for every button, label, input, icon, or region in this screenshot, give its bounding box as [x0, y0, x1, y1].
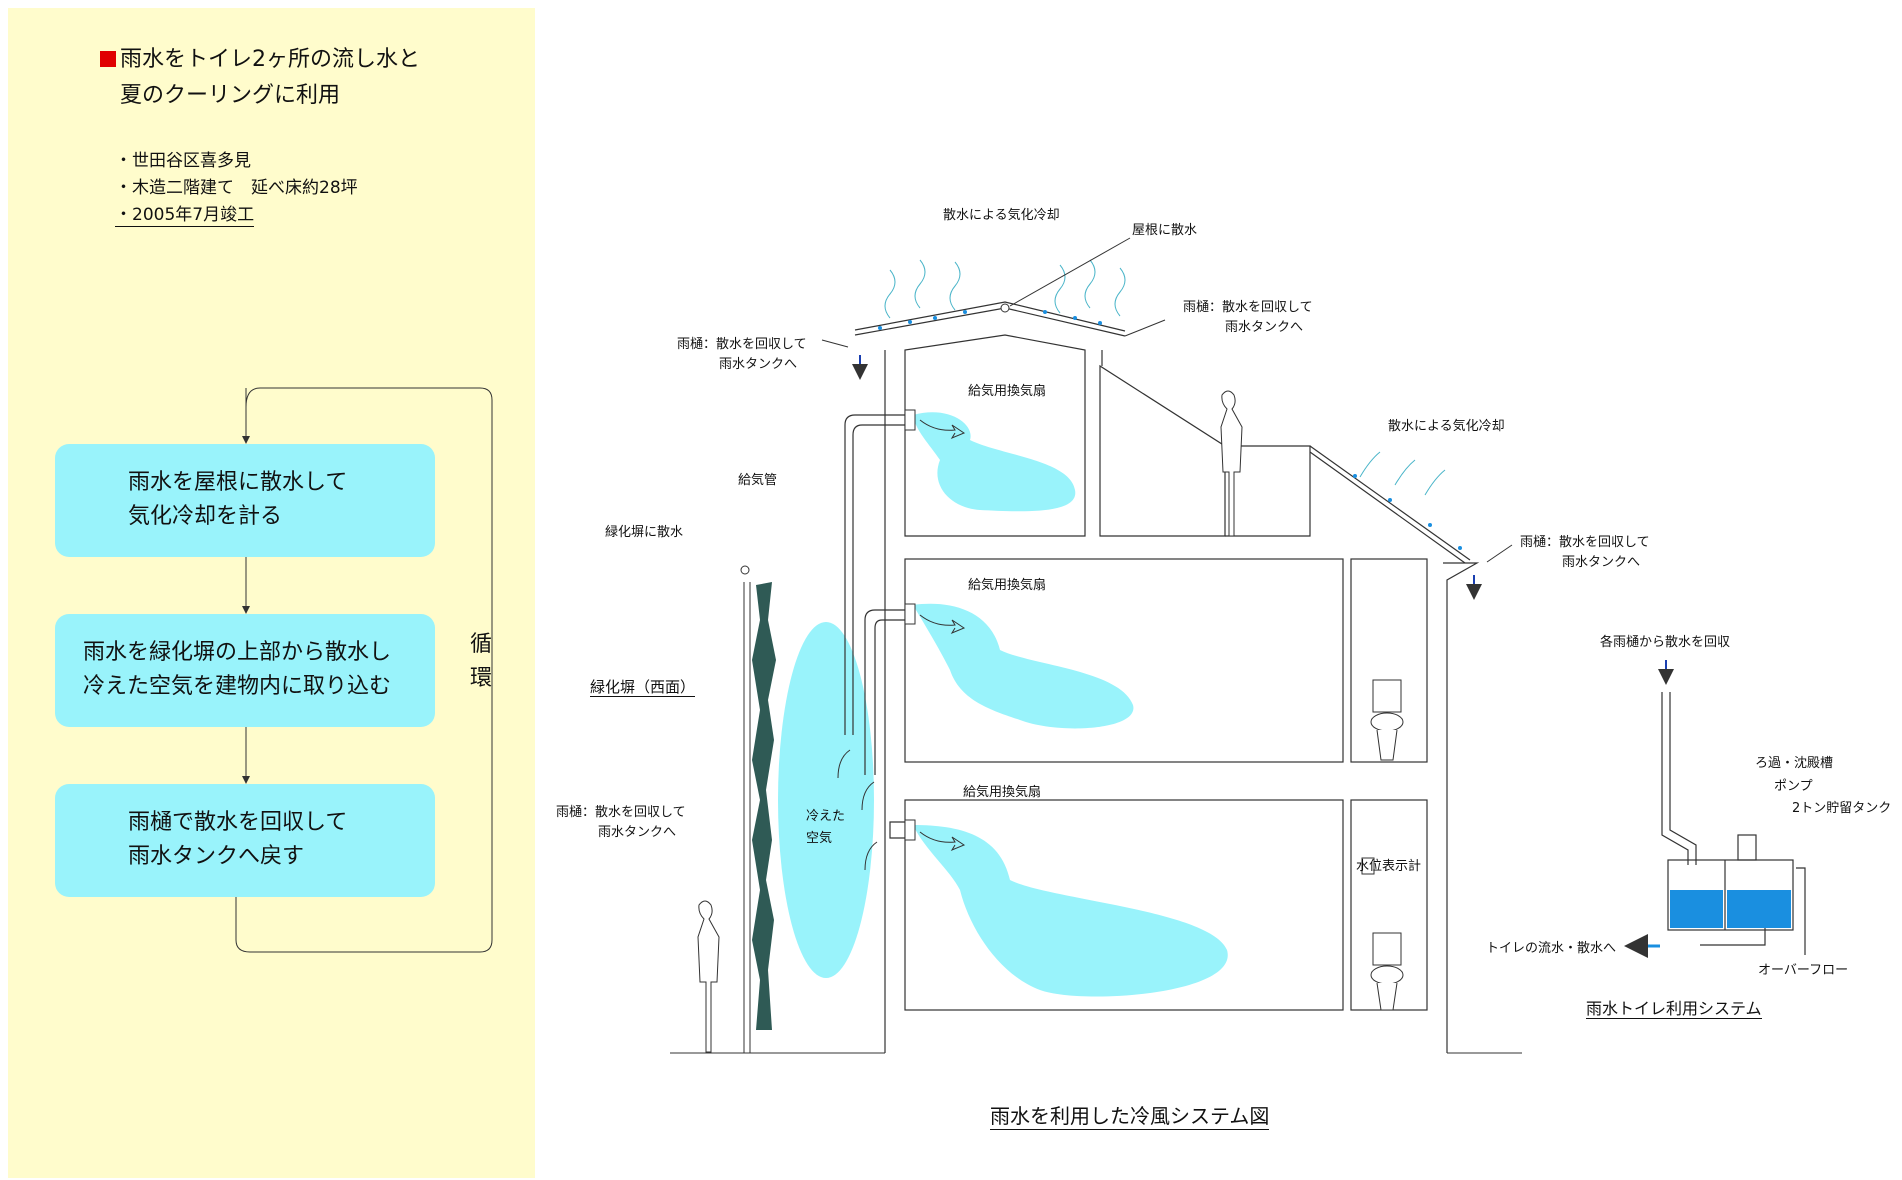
cool-air-zones — [778, 412, 1228, 997]
flow-step-wall-sprinkle: 雨水を緑化塀の上部から散水し 冷えた空気を建物内に取り込む — [55, 614, 435, 727]
flow-step-gutter-collect: 雨樋で散水を回収して 雨水タンクへ戻す — [55, 784, 435, 897]
info-completion: ・2005年7月竣工 — [115, 205, 255, 227]
label-fan-upper: 給気用換気扇 — [968, 384, 1047, 399]
fan-icon — [904, 819, 916, 841]
rainwater-tank-system — [1661, 692, 1806, 955]
label-fan-middle: 給気用換気扇 — [968, 578, 1047, 593]
flow-arrows — [235, 387, 493, 953]
flow-step-roof-sprinkle: 雨水を屋根に散水して 気化冷却を計る — [55, 444, 435, 557]
label-fan-lower: 給気用換気扇 — [963, 785, 1042, 800]
info-panel — [8, 8, 535, 1178]
sprinkler-icon — [1000, 303, 1010, 313]
label-pump: ポンプ — [1774, 779, 1813, 794]
label-to-toilet: トイレの流水・散水へ — [1486, 941, 1617, 956]
label-roof-cooling: 散水による気化冷却 — [943, 208, 1060, 223]
green-wall — [752, 582, 776, 1030]
label-gutter-right-upper: 雨樋：散水を回収して 雨水タンクへ — [1183, 300, 1313, 335]
label-storage-tank: 2トン貯留タンク — [1792, 801, 1892, 816]
project-title: 雨水をトイレ2ヶ所の流し水と 夏のクーリングに利用 — [100, 42, 420, 114]
system-diagram-title: 雨水を利用した冷風システム図 — [990, 1100, 1270, 1130]
cycle-label: 循環 — [470, 632, 493, 691]
label-water-meter: 水位表示計 — [1356, 859, 1422, 874]
toilet-system-title: 雨水トイレ利用システム — [1586, 999, 1762, 1019]
info-structure: ・木造二階建て 延べ床約28坪 — [115, 178, 358, 198]
red-square-marker-icon — [100, 51, 116, 67]
info-location: ・世田谷区喜多見 — [115, 151, 251, 171]
label-gutter-left-lower: 雨樋：散水を回収して 雨水タンクへ — [556, 805, 686, 840]
toilet-icon — [1370, 679, 1404, 1011]
downspout-arrows — [852, 355, 1674, 685]
supply-pipes — [844, 414, 905, 839]
person-icon — [1220, 390, 1243, 537]
label-supply-pipe: 給気管 — [738, 473, 778, 488]
water-flow-marks — [878, 310, 1462, 550]
building-section — [854, 301, 1480, 1053]
project-info-list: ・世田谷区喜多見 ・木造二階建て 延べ床約28坪 ・2005年7月竣工 — [115, 148, 358, 229]
sprinkler-icon — [740, 565, 750, 575]
label-filter-tank: ろ過・沈殿槽 — [1755, 756, 1834, 771]
label-overflow: オーバーフロー — [1758, 963, 1849, 978]
water-level-meter — [1361, 857, 1375, 875]
label-gutter-left-upper: 雨樋：散水を回収して 雨水タンクへ — [677, 337, 807, 372]
label-wall-sprinkle: 緑化塀に散水 — [605, 525, 684, 540]
fan-icon — [904, 409, 916, 431]
label-roof-sprinkle: 屋根に散水 — [1132, 223, 1198, 238]
air-flow-arrows — [837, 419, 966, 871]
fan-icon — [904, 603, 916, 625]
label-collect: 各雨樋から散水を回収 — [1600, 635, 1731, 650]
label-gutter-right-lower: 雨樋：散水を回収して 雨水タンクへ — [1520, 535, 1650, 570]
label-green-wall: 緑化塀（西面） — [590, 678, 696, 697]
evaporation-waves — [884, 259, 1446, 496]
label-cool-air: 冷えた 空気 — [806, 809, 846, 846]
label-cooling-right: 散水による気化冷却 — [1388, 419, 1505, 434]
person-icon — [697, 900, 720, 1053]
